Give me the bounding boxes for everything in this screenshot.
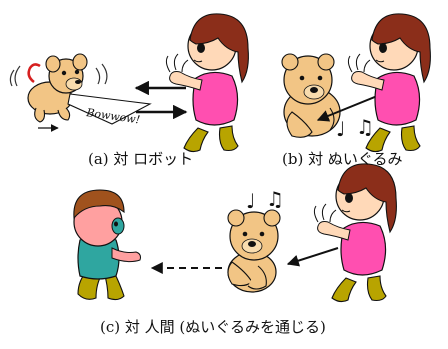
music-note-single-b: ♩ (336, 117, 345, 141)
girl-c (313, 163, 397, 303)
panel-b: ♩ ♫ (281, 13, 431, 153)
teddy-bear-b (281, 53, 341, 138)
arrow-girl-bear (316, 93, 383, 122)
boy (73, 189, 141, 301)
robot-dog (9, 53, 108, 132)
panel-a: Bowwow! (9, 13, 249, 153)
music-note-double-c: ♫ (266, 187, 284, 211)
caption-c: (c) 対 人間 (ぬいぐるみを通じる) (100, 318, 326, 336)
panel-c: ♩ ♫ (73, 163, 397, 303)
girl-a (165, 13, 249, 153)
music-note-double-b: ♫ (356, 115, 374, 139)
caption-b: (b) 対 ぬいぐるみ (282, 150, 403, 168)
arrow-girl-to-bear (286, 247, 339, 267)
teddy-bear-c (227, 209, 281, 293)
music-note-single-c: ♩ (246, 189, 255, 213)
girl-b (347, 13, 431, 153)
caption-a: (a) 対 ロボット (88, 150, 194, 168)
speech-bubble (67, 93, 152, 125)
